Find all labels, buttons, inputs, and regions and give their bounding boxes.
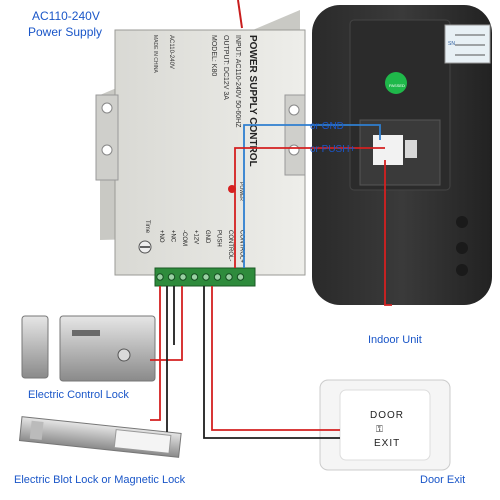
terminal-screw-icon (213, 273, 222, 281)
power-led-icon (228, 185, 236, 193)
terminal-label: +12V (193, 230, 199, 244)
bolt-lock-label: Electric Blot Lock or Magnetic Lock (14, 474, 186, 486)
terminal-label: PUSH (216, 230, 222, 247)
door-exit-button: DOOR ⚿ EXIT (319, 379, 451, 471)
lock-cylinder-icon (117, 348, 131, 362)
terminal-screw-icon (179, 273, 187, 281)
wires (150, 124, 392, 439)
terminal-label: CONTROL+ (239, 230, 245, 263)
terminal-screw-icon (167, 273, 176, 281)
terminal-label: +NO (158, 230, 164, 243)
or-gnd-label: or GND (310, 121, 344, 132)
power-box-output: OUTPUT: DC12V 3A (222, 35, 229, 100)
time-label: Time (144, 220, 150, 234)
mount-hole-icon (288, 144, 300, 156)
power-box-title: POWER SUPPLY CONTROL (247, 35, 258, 167)
terminal-label: GND (204, 230, 210, 244)
power-supply-label-line1: AC110-240V (32, 9, 100, 23)
terminal-screw-icon (202, 273, 210, 281)
wire-gnd-to-exit (203, 286, 340, 439)
power-box-made-in: MADE IN CHINA (152, 35, 158, 73)
terminal-screw-icon (225, 273, 233, 281)
power-box-side-voltage: AC110-240V (168, 35, 174, 69)
terminal-screw-icon (156, 273, 164, 281)
wire-unit-down (384, 160, 392, 306)
mount-hole-icon (101, 102, 113, 114)
pass-sticker-icon (385, 72, 407, 94)
mount-hole-icon (288, 104, 300, 116)
wire-no-to-bolt (150, 286, 161, 421)
electric-control-lock (21, 315, 156, 382)
electric-control-lock-label: Electric Control Lock (28, 389, 129, 401)
terminal-label: +NC (170, 230, 176, 243)
terminal-labels: +NO +NC -COM +12V GND PUSH CONTROL- CONTROL+ (158, 230, 245, 263)
door-exit-label: Door Exit (420, 474, 466, 486)
indoor-unit-label: Indoor Unit (368, 334, 422, 346)
door-exit-line1: DOOR (370, 410, 404, 421)
indoor-unit: SN PASSED (312, 5, 492, 305)
mount-hole-icon (101, 144, 113, 156)
wire-push-to-exit (211, 286, 340, 431)
wire-push-to-unit (234, 147, 385, 268)
electric-bolt-lock (18, 416, 182, 458)
svg-text:SN: SN (448, 41, 455, 47)
power-box-model: MODEL: K80 (210, 35, 217, 76)
power-supply-box: POWER SUPPLY CONTROL INPUT: AC110-240V 5… (95, 10, 306, 287)
or-push-label: or PUSH+ (310, 144, 356, 155)
terminal-screw-icon (236, 273, 245, 281)
wire-gnd-to-unit (243, 124, 381, 268)
power-box-input: INPUT: AC110-240V 50-60HZ (234, 35, 241, 128)
wire-12v-to-lock (150, 286, 183, 361)
pass-sticker-text: PASSED (389, 83, 405, 88)
ac-input-wire (237, 0, 243, 29)
power-led-label: POWER (238, 182, 244, 201)
key-icon: ⚿ (376, 425, 383, 435)
terminal-label: -COM (181, 230, 187, 246)
terminal-screw-icon (190, 273, 199, 281)
terminal-label: CONTROL- (227, 230, 233, 261)
door-exit-line2: EXIT (374, 438, 400, 449)
power-supply-label-line2: Power Supply (28, 25, 103, 39)
